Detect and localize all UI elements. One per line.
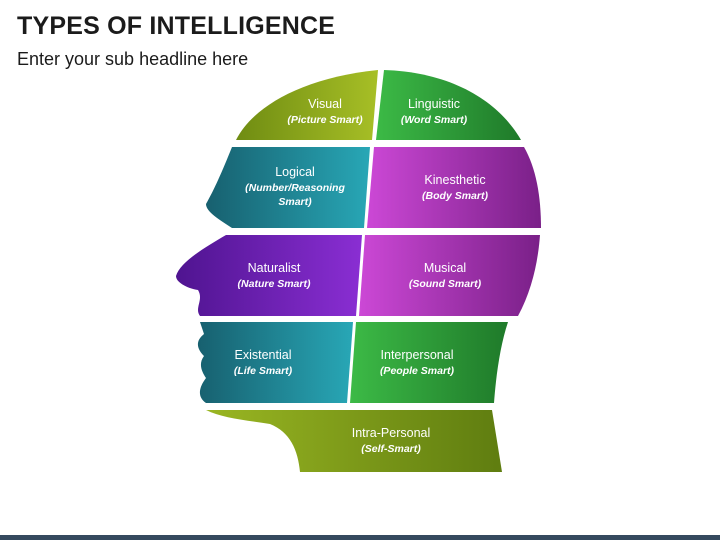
segment-kinesthetic (367, 147, 541, 228)
segment-intrapersonal (206, 410, 502, 472)
segment-visual (236, 70, 378, 140)
segment-naturalist (176, 235, 362, 316)
intrapersonal-label: Intra-Personal (352, 426, 431, 440)
interpersonal-sub: (People Smart) (380, 365, 455, 377)
segment-interpersonal (350, 322, 508, 403)
existential-label: Existential (235, 348, 292, 362)
kinesthetic-label: Kinesthetic (424, 173, 485, 187)
logical-sub-line2: Smart) (278, 196, 312, 208)
naturalist-label: Naturalist (248, 261, 301, 275)
page-title: TYPES OF INTELLIGENCE (17, 12, 336, 40)
linguistic-sub: (Word Smart) (401, 114, 468, 126)
visual-sub: (Picture Smart) (287, 114, 363, 126)
logical-label: Logical (275, 165, 315, 179)
intrapersonal-sub: (Self-Smart) (361, 443, 421, 455)
footer-bar (0, 535, 720, 540)
naturalist-sub: (Nature Smart) (238, 278, 311, 290)
visual-label: Visual (308, 97, 342, 111)
page-subtitle: Enter your sub headline here (17, 49, 249, 69)
musical-sub: (Sound Smart) (409, 278, 482, 290)
linguistic-label: Linguistic (408, 97, 460, 111)
segment-logical (206, 147, 370, 228)
existential-sub: (Life Smart) (234, 365, 293, 377)
logical-sub-line1: (Number/Reasoning (245, 182, 345, 194)
segment-existential (197, 322, 353, 403)
musical-label: Musical (424, 261, 466, 275)
segment-linguistic (376, 70, 521, 140)
kinesthetic-sub: (Body Smart) (422, 190, 488, 202)
segment-musical (359, 235, 540, 316)
interpersonal-label: Interpersonal (381, 348, 454, 362)
